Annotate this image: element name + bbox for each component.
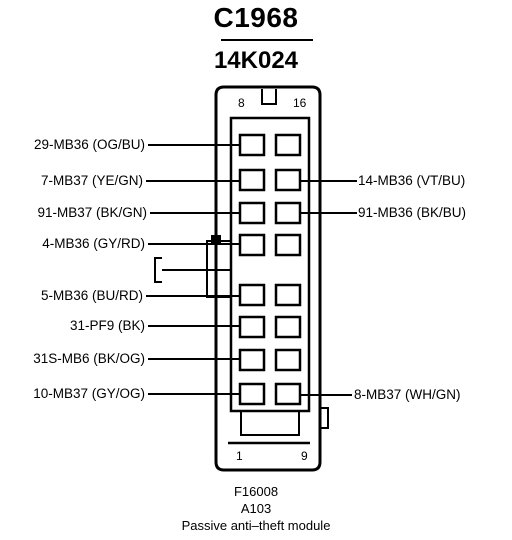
figure-number: F16008 — [233, 484, 279, 499]
shorting-bracket — [154, 235, 232, 298]
pin-cavities-left — [238, 133, 266, 406]
pin-cavities-right — [274, 133, 302, 406]
cavity — [274, 233, 302, 257]
pin-label-left: 4-MB36 (GY/RD) — [42, 236, 145, 251]
connector-id: C1968 — [213, 2, 299, 33]
bracket-hook — [154, 257, 162, 283]
pin-label-right: 8-MB37 (WH/GN) — [354, 387, 461, 402]
figure-code: A103 — [240, 501, 272, 516]
left-leader-lines — [146, 144, 240, 395]
pin-label-left: 31S-MB6 (BK/OG) — [33, 351, 145, 366]
lower-partition — [240, 410, 300, 436]
connector-housing — [214, 85, 322, 472]
pin-label-left: 29-MB36 (OG/BU) — [33, 137, 145, 152]
cavity — [274, 283, 302, 307]
side-latch — [319, 407, 329, 429]
pin-label-left: 10-MB37 (GY/OG) — [33, 386, 145, 401]
cavity — [238, 315, 266, 339]
cavity — [238, 201, 266, 225]
pin-number-bottom-left: 1 — [236, 449, 243, 463]
cavity — [274, 133, 302, 157]
bracket-tab — [211, 235, 221, 243]
cavity — [274, 201, 302, 225]
cavity — [274, 348, 302, 372]
cavity — [238, 382, 266, 406]
cavity-frame — [229, 116, 311, 413]
pin-label-left: 31-PF9 (BK) — [69, 318, 145, 333]
cavity — [274, 382, 302, 406]
cavity — [238, 233, 266, 257]
key-notch — [261, 89, 277, 105]
cavity — [238, 133, 266, 157]
pin-label-left: 91-MB37 (BK/GN) — [37, 205, 147, 220]
pin-label-right: 91-MB36 (BK/BU) — [358, 205, 467, 220]
pin-label-left: 5-MB36 (BU/RD) — [40, 288, 143, 303]
pin-number-top-right: 16 — [293, 96, 307, 110]
cavity — [238, 168, 266, 192]
pin-number-bottom-right: 9 — [301, 449, 308, 463]
cavity — [238, 348, 266, 372]
title-divider — [221, 39, 313, 41]
figure-caption: Passive anti–theft module — [181, 518, 331, 533]
right-leader-lines — [300, 180, 357, 396]
pin-label-right: 14-MB36 (VT/BU) — [358, 173, 466, 188]
pin-number-top-left: 8 — [238, 96, 245, 110]
cavity — [238, 283, 266, 307]
cavity — [274, 168, 302, 192]
cavity — [274, 315, 302, 339]
pin-label-left: 7-MB37 (YE/GN) — [40, 173, 143, 188]
part-number: 14K024 — [213, 47, 299, 74]
